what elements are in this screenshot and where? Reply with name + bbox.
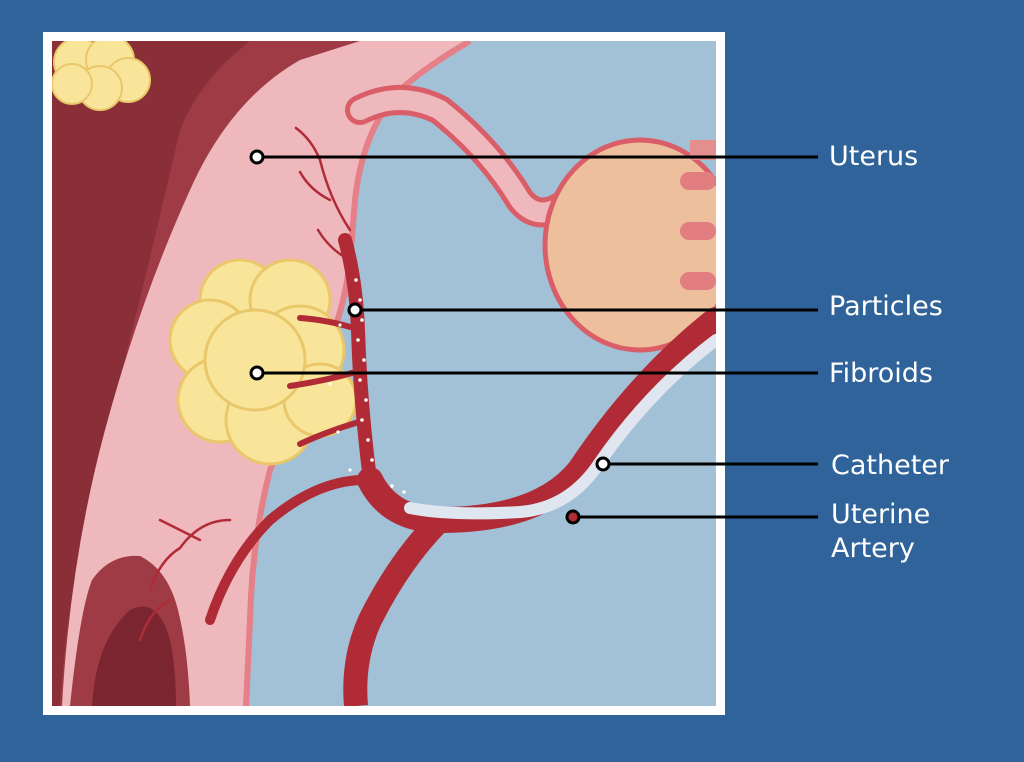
fibroid-mass: [168, 258, 358, 466]
uterine-cavity: [92, 606, 176, 706]
label-uterine-artery: Uterine Artery: [831, 498, 930, 566]
uterine-artery: [357, 307, 716, 534]
catheter: [404, 334, 716, 520]
label-uterus: Uterus: [829, 141, 919, 172]
label-fibroids: Fibroids: [829, 358, 933, 389]
label-particles: Particles: [829, 291, 943, 322]
uterine-wall-shadow: [52, 41, 250, 706]
leader-markers: [249, 149, 611, 525]
leader-lines: [264, 155, 818, 519]
label-uterine-artery-line1: Uterine: [831, 499, 931, 530]
ovary: [542, 137, 716, 353]
label-uterine-artery-line2: Artery: [831, 533, 915, 564]
uterine-vessels: [138, 126, 352, 642]
small-fibroid: [52, 41, 151, 111]
label-catheter: Catheter: [831, 450, 950, 481]
